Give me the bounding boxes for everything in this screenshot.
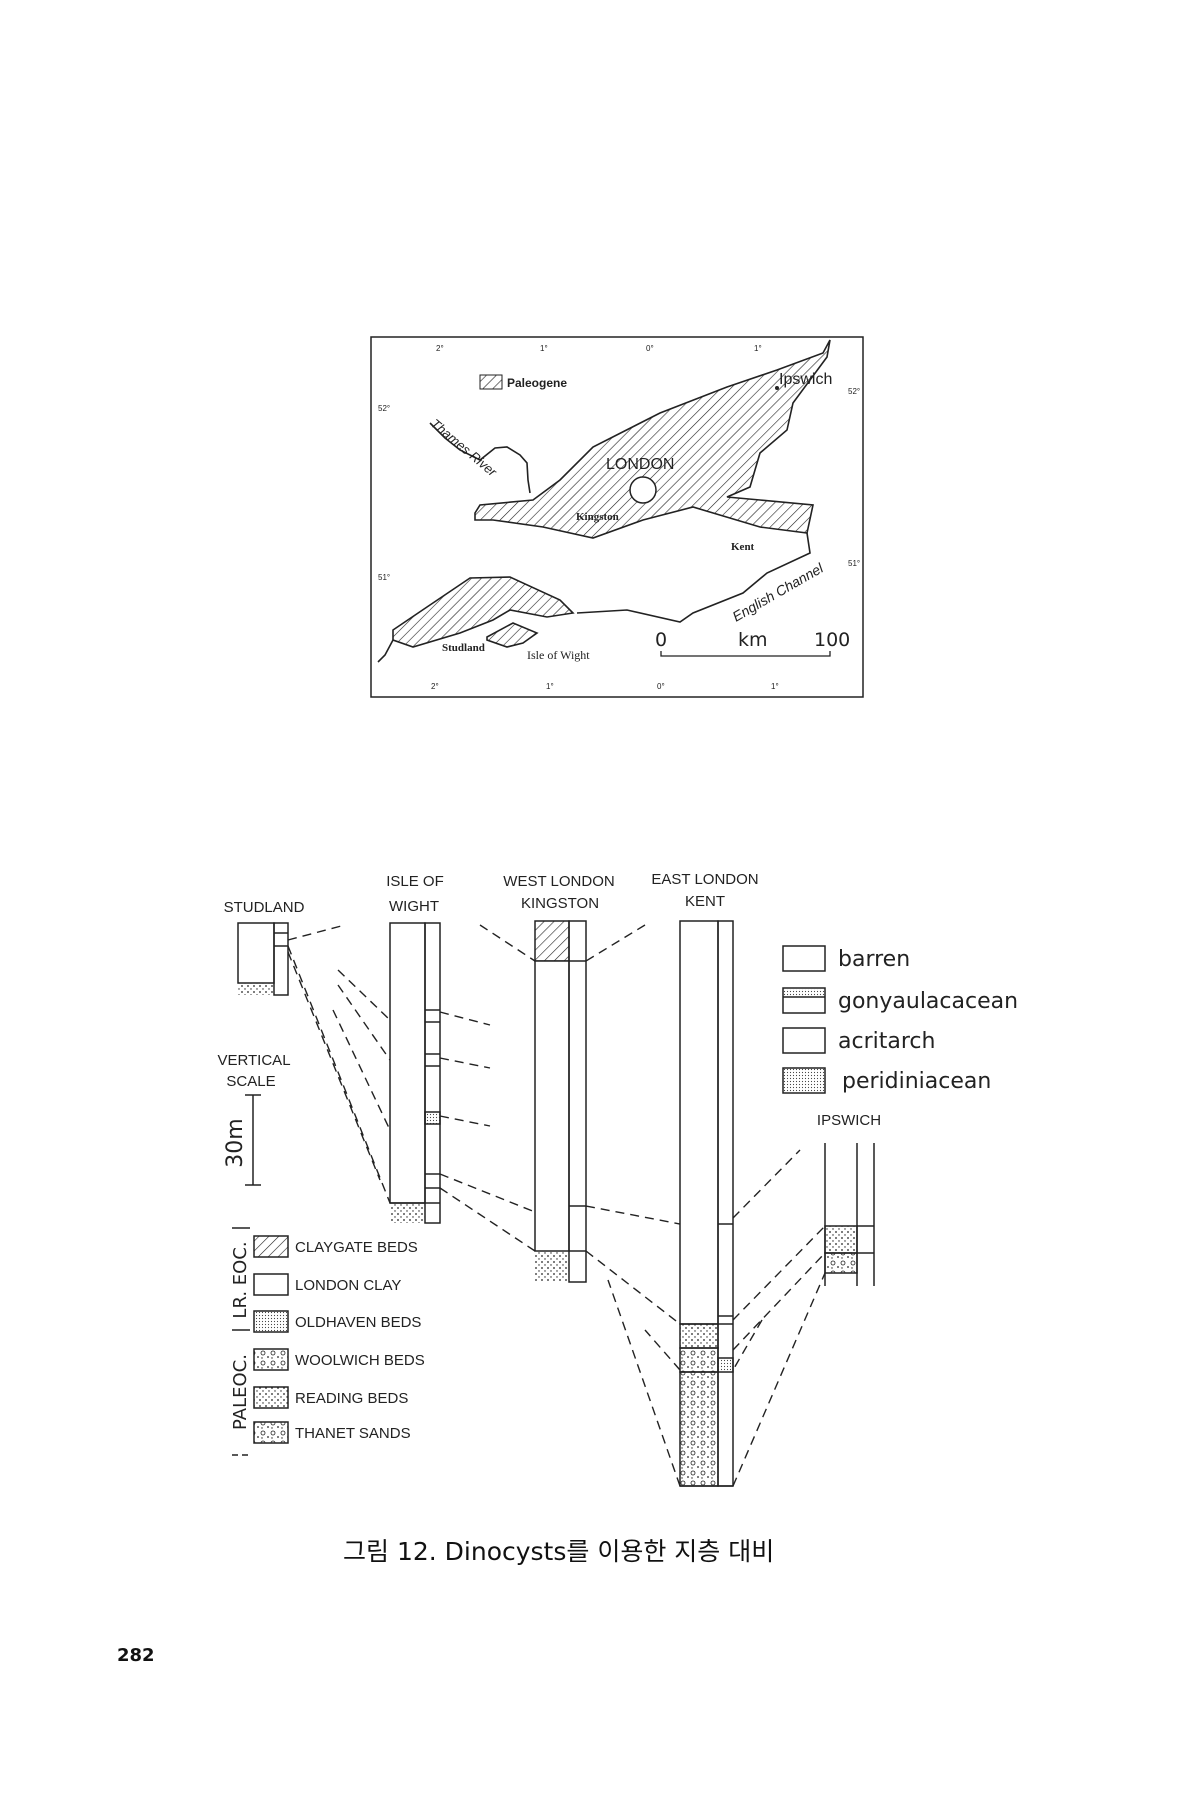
legend-swatch-peridiniacean [782, 1067, 826, 1094]
correlation-diagram [232, 920, 875, 1487]
epoch-label-lower-eocene: LR. EOC. [230, 1241, 251, 1318]
epoch-label-paleocene: PALEOC. [230, 1354, 251, 1430]
paleogene-legend-swatch [479, 374, 503, 390]
west-coastline [377, 639, 394, 663]
column-title-east-london: EAST LONDON [651, 871, 758, 888]
swatch-woolwich [253, 1348, 289, 1371]
lat-tick-left: 52° [378, 404, 390, 413]
vertical-scale-label: SCALE [226, 1073, 275, 1090]
thames-river [429, 422, 531, 494]
column-studland [237, 922, 289, 996]
legend-swatch-acritarch [782, 1027, 826, 1054]
map-label-studland: Studland [442, 642, 485, 654]
lat-tick-left: 51° [378, 573, 390, 582]
hampshire-basin [392, 576, 575, 648]
map-label-kent: Kent [731, 541, 755, 553]
swatch-thanet [253, 1421, 289, 1444]
lithology-label: LONDON CLAY [295, 1277, 401, 1294]
column-title-west-london: KINGSTON [521, 895, 599, 912]
map-graticule: 2° 1° 0° 1° 2° 1° 0° 1° 52° 51° 52° 51° [378, 344, 860, 691]
column-title-west-london: WEST LONDON [503, 873, 614, 890]
paleogene-map: Paleogene Ipswich LONDON Kingston Kent S… [370, 336, 864, 698]
swatch-london-clay [253, 1273, 289, 1296]
lon-tick-top: 1° [754, 344, 762, 353]
swatch-claygate [253, 1235, 289, 1258]
map-label-kingston: Kingston [576, 511, 619, 523]
lon-tick-top: 0° [646, 344, 654, 353]
dinocyst-legend [782, 945, 826, 1094]
paleogene-legend-label: Paleogene [507, 376, 567, 390]
column-title-studland: STUDLAND [224, 899, 305, 916]
column-east-london [679, 920, 734, 1487]
scale-zero: 0 [655, 629, 667, 651]
diagram-labels: STUDLAND ISLE OF WIGHT WEST LONDON KINGS… [217, 871, 1018, 1442]
map-label-london: LONDON [606, 456, 674, 473]
legend-label-peridiniacean: peridiniacean [842, 1069, 991, 1094]
legend-label-gonyaulacacean: gonyaulacacean [838, 989, 1018, 1014]
lat-tick-right: 51° [848, 559, 860, 568]
swatch-oldhaven [253, 1310, 289, 1333]
legend-swatch-barren [782, 945, 826, 972]
london-basin [474, 339, 831, 539]
ipswich-dot [775, 386, 779, 390]
lithology-label: CLAYGATE BEDS [295, 1239, 418, 1256]
legend-label-barren: barren [838, 947, 910, 972]
lon-tick-bottom: 1° [771, 682, 779, 691]
lon-tick-bottom: 1° [546, 682, 554, 691]
scale-unit: km [738, 629, 768, 651]
lithology-label: OLDHAVEN BEDS [295, 1314, 421, 1331]
scale-bar [660, 651, 831, 657]
lon-tick-top: 2° [436, 344, 444, 353]
column-title-ipswich: IPSWICH [817, 1112, 881, 1129]
isle-of-wight-shape [486, 622, 539, 648]
column-isle-of-wight [389, 922, 441, 1224]
lithology-label: THANET SANDS [295, 1425, 411, 1442]
vertical-scale-value: 30m [223, 1118, 248, 1167]
lithology-legend [232, 1227, 289, 1456]
lon-tick-top: 1° [540, 344, 548, 353]
figure-caption: 그림 12. Dinocysts를 이용한 지층 대비 [343, 1537, 775, 1566]
lithology-label: WOOLWICH BEDS [295, 1352, 425, 1369]
scale-max: 100 [814, 629, 850, 651]
lon-tick-bottom: 2° [431, 682, 439, 691]
column-west-london [534, 920, 587, 1283]
south-coastline [576, 532, 811, 623]
column-title-east-london: KENT [685, 893, 725, 910]
lon-tick-bottom: 0° [657, 682, 665, 691]
lat-tick-right: 52° [848, 387, 860, 396]
map-label-ipswich: Ipswich [779, 371, 832, 388]
column-title-isle-of-wight: ISLE OF [386, 873, 444, 890]
lithology-label: READING BEDS [295, 1390, 408, 1407]
london-urban-area [629, 476, 657, 504]
column-ipswich [824, 1143, 875, 1286]
map-label-isle-of-wight: Isle of Wight [527, 648, 590, 662]
correlation-lines [287, 924, 826, 1487]
vertical-scale-label: VERTICAL [217, 1052, 290, 1069]
column-title-isle-of-wight: WIGHT [389, 898, 439, 915]
swatch-reading [253, 1386, 289, 1409]
legend-label-acritarch: acritarch [838, 1029, 935, 1054]
page-number: 282 [117, 1645, 155, 1666]
